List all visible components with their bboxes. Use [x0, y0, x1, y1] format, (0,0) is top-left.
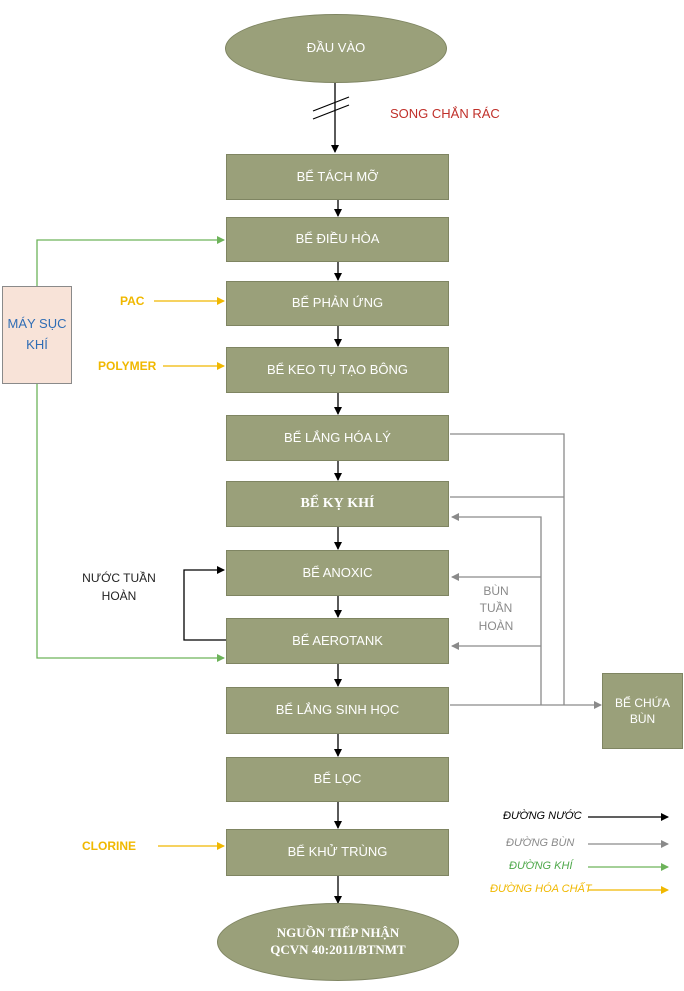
sludge-line-chemsettling	[450, 433, 565, 705]
flocculation-box: BỂ KEO TỤ TẠO BÔNG	[226, 347, 449, 393]
sludge-tank-line1: BỂ CHỨA	[615, 695, 670, 710]
input-node: ĐẦU VÀO	[225, 14, 447, 83]
equalization-box: BỂ ĐIỀU HÒA	[226, 217, 449, 262]
chemical-settling-box: BỂ LẮNG HÓA LÝ	[226, 415, 449, 461]
legend-chemical-label: ĐƯỜNG HÓA CHẤT	[490, 883, 592, 895]
screen-symbol	[312, 96, 350, 120]
disinfection-box: BỂ KHỬ TRÙNG	[226, 829, 449, 876]
aerotank-box: BỂ AEROTANK	[226, 618, 449, 664]
screen-label: SONG CHẮN RÁC	[390, 106, 500, 121]
air-blower-line1: MÁY SỤC	[7, 316, 67, 332]
pac-label: PAC	[120, 294, 145, 308]
recirculated-water-line2: HOÀN	[101, 589, 137, 603]
recirculated-water-line1: NƯỚC TUẦN	[82, 571, 156, 585]
anoxic-box: BỂ ANOXIC	[226, 550, 449, 596]
recirculated-sludge-line1: BÙN	[483, 584, 509, 598]
recirculated-water-label: NƯỚC TUẦN HOÀN	[75, 569, 163, 605]
sludge-tank-box: BỂ CHỨA BÙN	[602, 673, 683, 749]
recirculated-sludge-line2: TUẦN	[479, 601, 513, 616]
clorine-label: CLORINE	[82, 839, 136, 853]
input-node-label: ĐẦU VÀO	[306, 40, 366, 56]
biological-settling-box: BỂ LẮNG SINH HỌC	[226, 687, 449, 734]
polymer-label: POLYMER	[98, 359, 157, 373]
output-node-line1: NGUỒN TIẾP NHẬN	[276, 925, 400, 941]
grease-trap-box: BỂ TÁCH MỠ	[226, 154, 449, 200]
water-recirculation-loop	[183, 566, 226, 641]
air-line-to-equalization	[36, 236, 225, 286]
air-line-to-aerotank	[36, 384, 225, 662]
anaerobic-box: BỂ KỴ KHÍ	[226, 481, 449, 527]
legend-air-label: ĐƯỜNG KHÍ	[509, 860, 573, 872]
air-blower-box: MÁY SỤC KHÍ	[2, 286, 72, 384]
filter-box: BỂ LỌC	[226, 757, 449, 802]
legend-water-label: ĐƯỜNG NƯỚC	[503, 810, 582, 822]
sludge-tank-line2: BÙN	[629, 712, 656, 726]
output-node: NGUỒN TIẾP NHẬN QCVN 40:2011/BTNMT	[217, 903, 459, 981]
air-blower-line2: KHÍ	[26, 337, 48, 352]
sludge-return-main	[451, 513, 542, 705]
recirculated-sludge-label: BÙN TUẦN HOÀN	[471, 583, 521, 635]
recirculated-sludge-line3: HOÀN	[478, 618, 514, 633]
legend-sludge-label: ĐƯỜNG BÙN	[506, 837, 575, 849]
output-node-line2: QCVN 40:2011/BTNMT	[270, 942, 406, 957]
reaction-box: BỂ PHẢN ỨNG	[226, 281, 449, 326]
